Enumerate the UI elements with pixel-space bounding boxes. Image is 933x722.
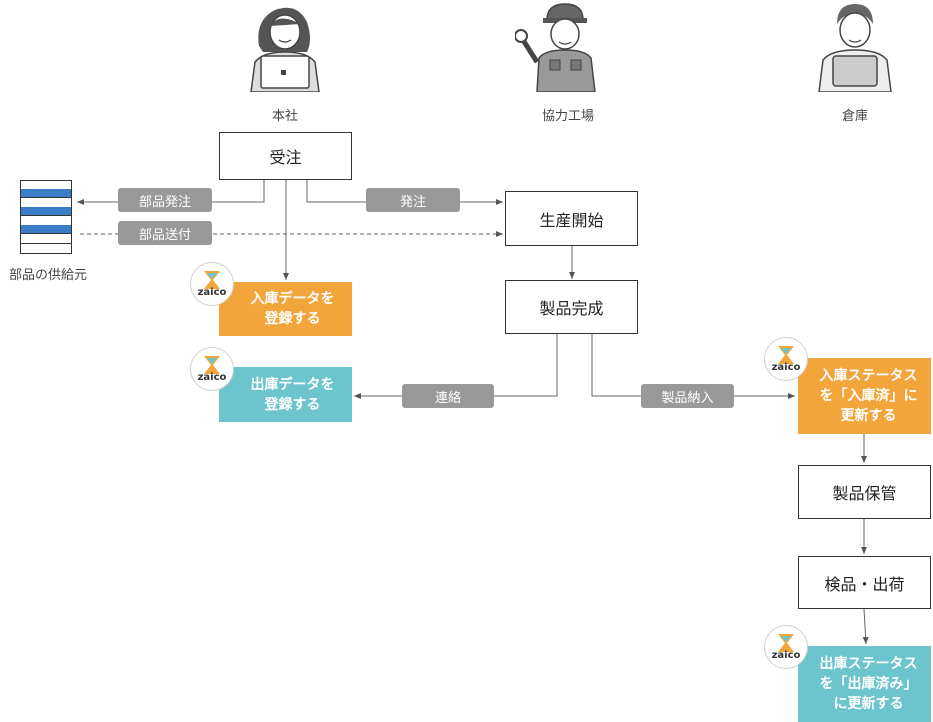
- box-product-storage: 製品保管: [798, 465, 931, 519]
- zaico-logo-icon: zaico: [190, 347, 234, 391]
- zaico-logo-icon: zaico: [190, 262, 234, 306]
- box-product-complete: 製品完成: [505, 280, 638, 334]
- tag-contact: 連絡: [402, 384, 494, 408]
- update-inbound-line3: 更新する: [840, 408, 897, 424]
- box-production-start: 生産開始: [505, 191, 638, 246]
- update-outbound-line3: に更新する: [833, 696, 904, 712]
- update-inbound-line2: を「入庫済」に: [819, 388, 918, 404]
- zaico-logo-icon: zaico: [764, 337, 808, 381]
- actor-label-supplier: 部品の供給元: [8, 268, 87, 283]
- tag-parts-shipment: 部品送付: [118, 221, 212, 245]
- zaico-logo-text: zaico: [197, 287, 227, 298]
- woman-laptop-icon: [250, 7, 320, 92]
- zaico-logo-text: zaico: [197, 372, 227, 383]
- zaico-logo-text: zaico: [771, 650, 801, 661]
- box-update-outbound-status: 出庫ステータス を「出庫済み」 に更新する: [798, 646, 931, 722]
- update-outbound-line1: 出庫ステータス: [819, 656, 918, 672]
- box-register-inbound: 入庫データを 登録する: [219, 282, 352, 336]
- register-inbound-line2: 登録する: [264, 311, 321, 327]
- register-inbound-line1: 入庫データを: [250, 291, 335, 307]
- edge-inspection-to-outbound: [862, 608, 869, 645]
- worker-wrench-icon: [515, 3, 596, 92]
- box-inspection-shipping: 検品・出荷: [798, 556, 931, 609]
- actor-label-factory: 協力工場: [541, 109, 594, 124]
- register-outbound-line2: 登録する: [264, 396, 321, 413]
- tag-parts-order: 部品発注: [118, 188, 212, 212]
- man-tablet-icon: [818, 4, 892, 92]
- update-inbound-line1: 入庫ステータス: [819, 368, 918, 384]
- box-register-outbound: 出庫データを 登録する: [219, 367, 352, 422]
- register-outbound-line1: 出庫データを: [250, 376, 335, 393]
- update-outbound-line2: を「出庫済み」: [819, 676, 918, 692]
- zaico-logo-text: zaico: [771, 362, 801, 373]
- box-order-received: 受注: [219, 132, 352, 180]
- tag-product-delivery: 製品納入: [641, 384, 734, 408]
- zaico-logo-icon: zaico: [764, 625, 808, 669]
- actor-label-warehouse: 倉庫: [841, 109, 868, 124]
- tag-order: 発注: [366, 188, 460, 212]
- box-update-inbound-status: 入庫ステータス を「入庫済」に 更新する: [798, 358, 931, 434]
- actor-label-headquarters: 本社: [271, 109, 298, 124]
- parts-stack-icon: [20, 180, 72, 254]
